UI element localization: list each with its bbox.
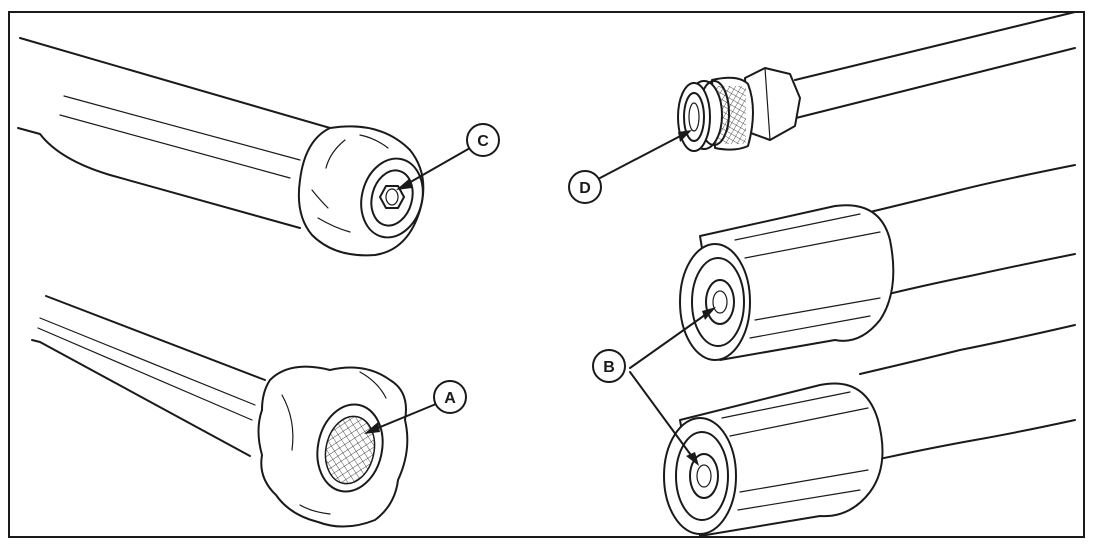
callout-label-a: A (444, 390, 456, 407)
hose-coupler-lower-part-b (663, 324, 1076, 537)
callout-b: B (592, 349, 626, 383)
leader-arrow-b-upper (702, 307, 716, 320)
callout-label-d: D (579, 180, 591, 197)
leader-line-d (599, 131, 689, 179)
leader-arrow-b-lower (686, 452, 699, 466)
callout-c: C (466, 123, 500, 157)
leader-arrow-c (396, 178, 412, 190)
leader-line-b-lower (629, 371, 697, 463)
hose-threaded-end-part-d (677, 11, 1076, 152)
wand-outlet-part-c (17, 37, 425, 257)
figure-border (8, 11, 1085, 538)
callout-label-c: C (477, 133, 489, 150)
leader-arrow-d (678, 130, 692, 142)
hose-coupler-upper-part-b (679, 164, 1076, 361)
leader-line-a (367, 403, 437, 433)
leader-line-c (399, 147, 471, 189)
gun-inlet-part-a (31, 295, 409, 528)
callout-label-b: B (603, 359, 615, 376)
callout-a: A (433, 380, 467, 414)
leader-line-b-upper (629, 309, 713, 369)
callout-d: D (568, 170, 602, 204)
leader-lines (364, 130, 716, 466)
leader-arrow-a (364, 422, 380, 434)
